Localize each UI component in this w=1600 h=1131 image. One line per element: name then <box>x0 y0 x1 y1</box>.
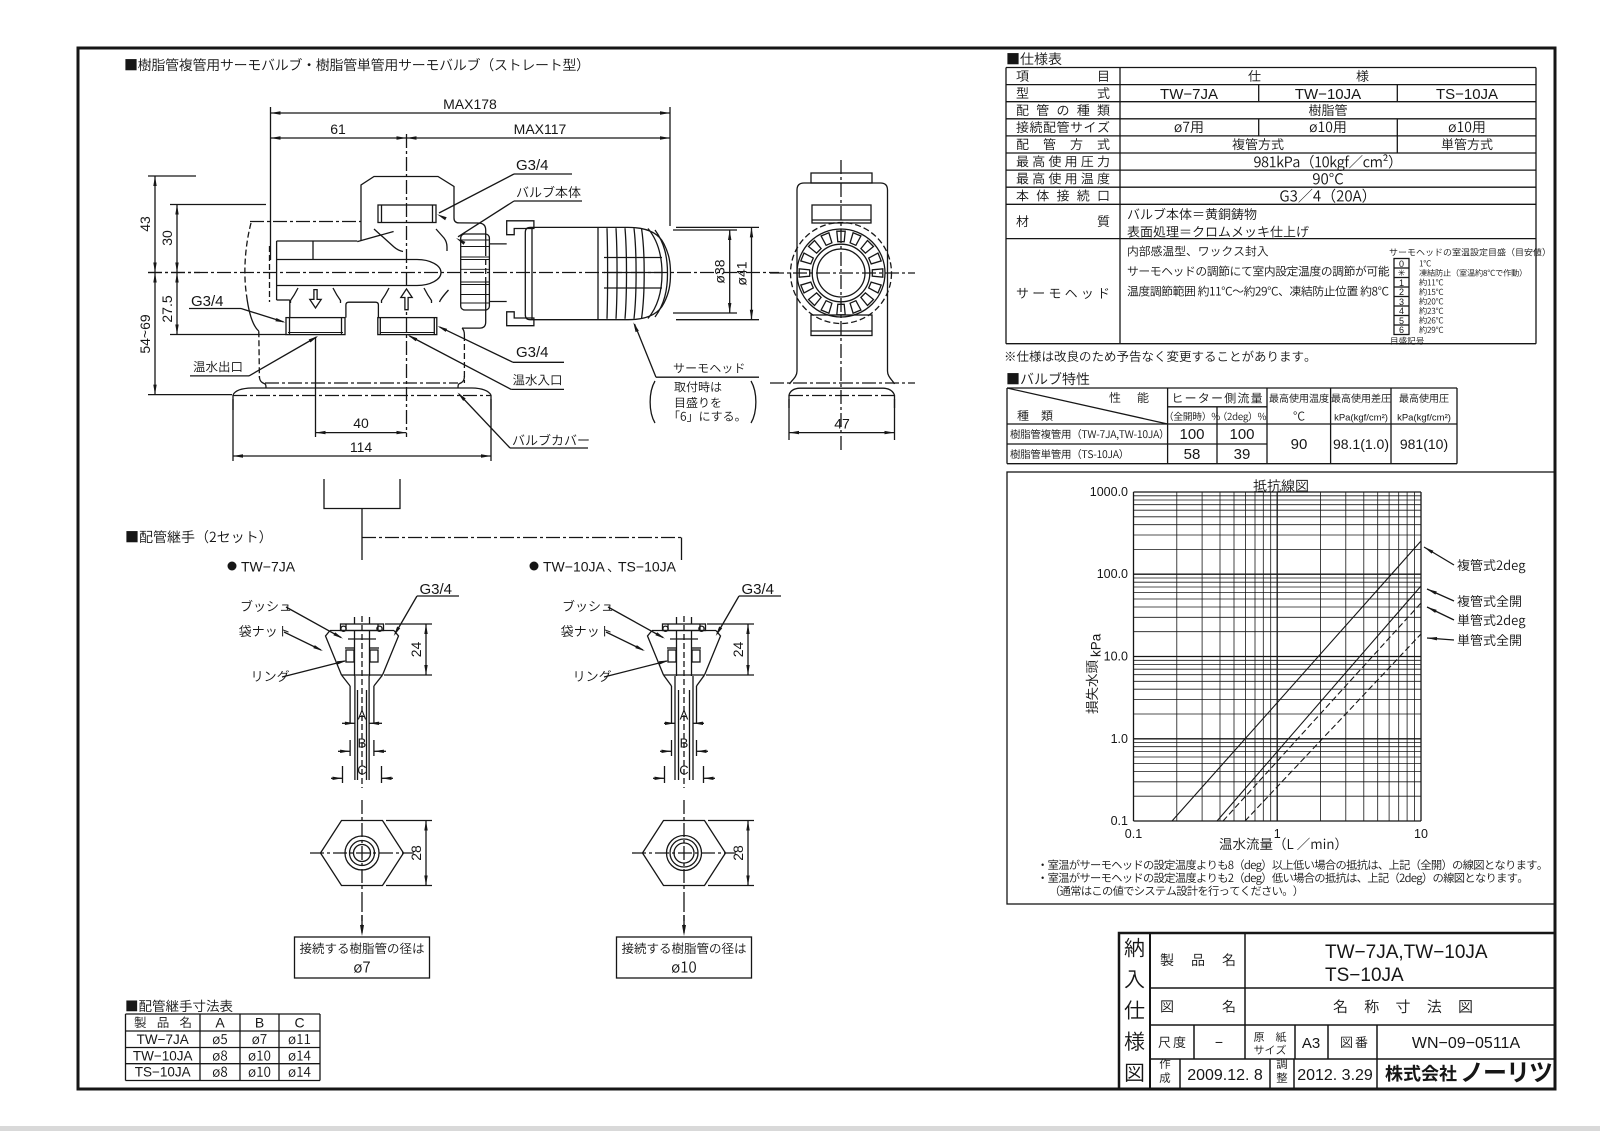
svg-text:WN−09−0511A: WN−09−0511A <box>1412 1035 1521 1052</box>
svg-text:0: 0 <box>1399 259 1404 269</box>
svg-text:TW−10JA: TW−10JA <box>133 1049 193 1064</box>
svg-text:MAX117: MAX117 <box>514 121 567 137</box>
svg-text:G3/4: G3/4 <box>516 344 549 361</box>
svg-text:kPa(kgf/cm²): kPa(kgf/cm²) <box>1397 413 1451 424</box>
svg-text:24: 24 <box>408 642 424 658</box>
svg-text:61: 61 <box>330 121 346 137</box>
svg-text:TS−10JA: TS−10JA <box>1436 86 1498 103</box>
svg-text:TW−7JA: TW−7JA <box>1160 86 1218 103</box>
svg-text:24: 24 <box>730 642 746 658</box>
svg-text:28: 28 <box>730 845 746 861</box>
svg-text:2: 2 <box>1399 287 1404 297</box>
svg-text:100: 100 <box>1229 426 1254 443</box>
svg-text:C: C <box>679 763 688 778</box>
svg-text:G3/4: G3/4 <box>742 581 775 598</box>
svg-text:30: 30 <box>159 230 175 246</box>
svg-text:2012. 3.29: 2012. 3.29 <box>1297 1067 1373 1084</box>
svg-text:40: 40 <box>353 415 369 431</box>
svg-text:A: A <box>215 1015 225 1031</box>
svg-text:TW−7JA: TW−7JA <box>241 559 296 575</box>
svg-text:47: 47 <box>834 416 850 432</box>
svg-text:B: B <box>255 1015 264 1031</box>
svg-text:10.0: 10.0 <box>1104 650 1128 664</box>
svg-text:✳: ✳ <box>1398 268 1406 278</box>
svg-text:kPa: kPa <box>1089 633 1104 657</box>
svg-text:TW−7JA,TW−10JA: TW−7JA,TW−10JA <box>1325 942 1488 963</box>
svg-text:100.0: 100.0 <box>1097 567 1128 581</box>
svg-text:kPa(kgf/cm²): kPa(kgf/cm²) <box>1334 413 1388 424</box>
svg-text:100: 100 <box>1179 426 1204 443</box>
svg-text:TW−10JA: TW−10JA <box>1295 86 1361 103</box>
svg-text:−: − <box>1215 1034 1223 1050</box>
svg-text:114: 114 <box>350 439 373 455</box>
svg-text:2009.12. 8: 2009.12. 8 <box>1187 1067 1263 1084</box>
svg-text:6: 6 <box>1399 325 1404 335</box>
svg-text:27.5: 27.5 <box>159 295 175 322</box>
svg-text:28: 28 <box>408 845 424 861</box>
svg-text:39: 39 <box>1234 446 1251 463</box>
svg-text:G3/4: G3/4 <box>191 293 224 310</box>
svg-text:G3/4: G3/4 <box>420 581 453 598</box>
svg-text:TW−7JA: TW−7JA <box>137 1032 189 1047</box>
svg-text:C: C <box>357 763 366 778</box>
svg-text:G3/4: G3/4 <box>516 157 549 174</box>
svg-text:5: 5 <box>1399 316 1404 326</box>
svg-text:TS−10JA: TS−10JA <box>135 1065 191 1080</box>
svg-text:B: B <box>680 736 689 751</box>
svg-text:TW−10JA: TW−10JA <box>543 559 606 575</box>
svg-text:90: 90 <box>1291 436 1308 453</box>
svg-text:0.1: 0.1 <box>1125 827 1142 841</box>
svg-text:ø41: ø41 <box>734 261 750 285</box>
svg-text:43: 43 <box>137 216 153 232</box>
svg-text:58: 58 <box>1184 446 1201 463</box>
svg-text:1.0: 1.0 <box>1111 732 1128 746</box>
svg-text:1000.0: 1000.0 <box>1090 485 1128 499</box>
svg-text:981(10): 981(10) <box>1400 436 1448 452</box>
svg-text:1: 1 <box>1274 827 1281 841</box>
svg-text:C: C <box>294 1015 304 1031</box>
svg-text:A: A <box>680 708 689 723</box>
svg-text:3: 3 <box>1399 297 1404 307</box>
svg-text:4: 4 <box>1399 306 1404 316</box>
svg-text:ø38: ø38 <box>712 259 728 283</box>
svg-text:A: A <box>358 708 367 723</box>
svg-text:10: 10 <box>1414 827 1428 841</box>
svg-text:54~69: 54~69 <box>137 314 153 354</box>
svg-text:98.1(1.0): 98.1(1.0) <box>1333 436 1389 452</box>
svg-text:A3: A3 <box>1302 1035 1320 1052</box>
svg-text:1: 1 <box>1399 278 1404 288</box>
svg-text:0.1: 0.1 <box>1111 814 1128 828</box>
svg-text:TS−10JA: TS−10JA <box>618 559 677 575</box>
svg-text:MAX178: MAX178 <box>443 96 497 112</box>
svg-text:B: B <box>358 736 367 751</box>
svg-text:TS−10JA: TS−10JA <box>1325 965 1404 986</box>
